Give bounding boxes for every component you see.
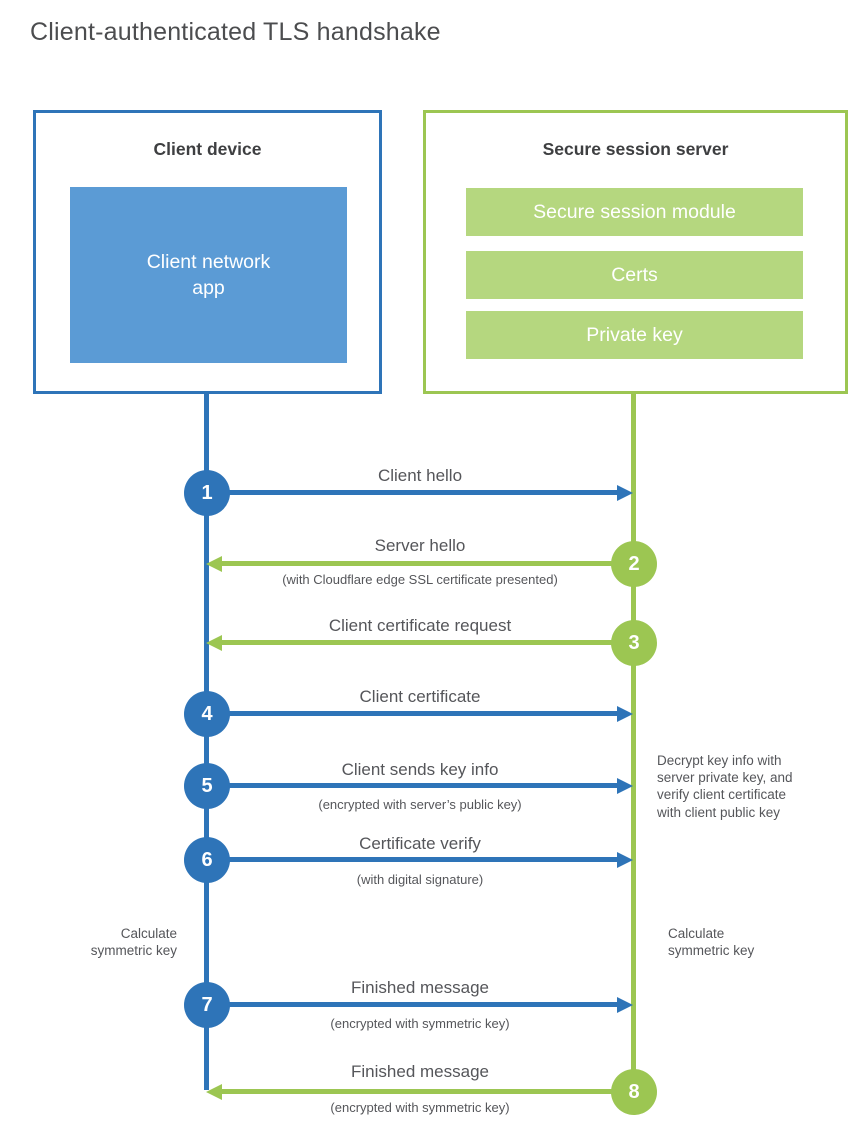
step-4-label: Client certificate — [359, 687, 481, 706]
step-2-sublabel: (with Cloudflare edge SSL certificate pr… — [282, 572, 558, 587]
module-private-key: Private key — [466, 311, 803, 359]
step-1-label: Client hello — [377, 466, 463, 485]
step-3-badge: 3 — [611, 620, 657, 666]
secure-session-server-box: Secure session server Secure session mod… — [423, 110, 848, 394]
step-8-arrowhead-icon — [206, 1084, 222, 1100]
step-2-arrow-line — [222, 561, 613, 566]
client-lifeline — [204, 393, 209, 1090]
step-3-label: Client certificate request — [328, 616, 512, 635]
step-6-arrowhead-icon — [617, 852, 633, 868]
step-4-arrowhead-icon — [617, 706, 633, 722]
step-5-label: Client sends key info — [341, 760, 499, 779]
step-7-label: Finished message — [351, 978, 489, 997]
step-4-badge: 4 — [184, 691, 230, 737]
step-3-arrowhead-icon — [206, 635, 222, 651]
step-6-arrow-line — [228, 857, 617, 862]
step-6-badge: 6 — [184, 837, 230, 883]
step-7-arrow-line — [228, 1002, 617, 1007]
secure-session-server-title: Secure session server — [542, 139, 729, 159]
step-5-arrowhead-icon — [617, 778, 633, 794]
step-1-arrow-line — [228, 490, 617, 495]
server-calculate-symmetric-key-note: Calculate symmetric key — [668, 926, 755, 959]
step-7-sublabel: (encrypted with symmetric key) — [330, 1016, 510, 1031]
step-3-arrow-line — [222, 640, 613, 645]
step-5-badge: 5 — [184, 763, 230, 809]
step-2-badge: 2 — [611, 541, 657, 587]
client-calculate-symmetric-key-note: Calculate symmetric key — [90, 926, 177, 959]
step-2-arrowhead-icon — [206, 556, 222, 572]
client-device-box: Client device Client network app — [33, 110, 382, 394]
step-6-label: Certificate verify — [359, 834, 481, 853]
step-6-sublabel: (with digital signature) — [356, 872, 484, 887]
step-7-arrowhead-icon — [617, 997, 633, 1013]
server-lifeline — [631, 393, 636, 1091]
step-8-label: Finished message — [351, 1062, 489, 1081]
step-5-sublabel: (encrypted with server’s public key) — [318, 797, 522, 812]
module-certs: Certs — [466, 251, 803, 299]
client-network-app-block: Client network app — [70, 187, 347, 363]
server-decrypt-note: Decrypt key info with server private key… — [657, 753, 793, 820]
step-8-arrow-line — [222, 1089, 613, 1094]
step-7-badge: 7 — [184, 982, 230, 1028]
step-8-badge: 8 — [611, 1069, 657, 1115]
page-title: Client-authenticated TLS handshake — [30, 18, 441, 46]
step-4-arrow-line — [228, 711, 617, 716]
step-1-arrowhead-icon — [617, 485, 633, 501]
step-1-badge: 1 — [184, 470, 230, 516]
step-8-sublabel: (encrypted with symmetric key) — [330, 1100, 510, 1115]
module-secure-session: Secure session module — [466, 188, 803, 236]
step-5-arrow-line — [228, 783, 617, 788]
step-2-label: Server hello — [374, 536, 466, 555]
client-device-title: Client device — [153, 139, 262, 159]
